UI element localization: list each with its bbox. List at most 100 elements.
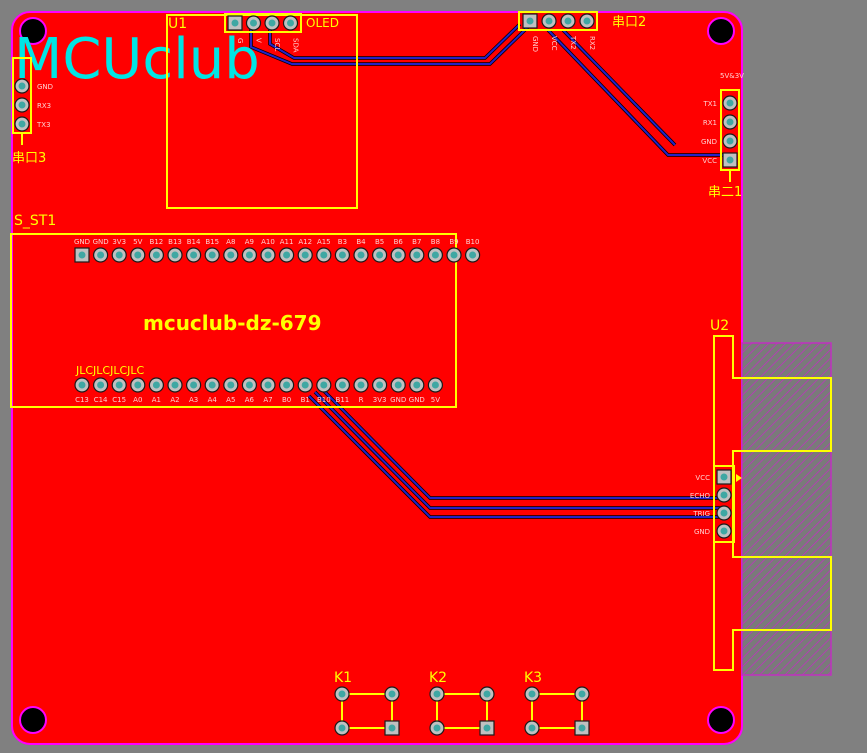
pin-label: B14: [187, 238, 201, 246]
st1-title: mcuclub-dz-679: [143, 311, 322, 335]
st1-top-pin: [390, 247, 406, 263]
pin-label: B8: [431, 238, 440, 246]
st1-top-pin: [297, 247, 313, 263]
key-ref: K3: [524, 670, 542, 686]
key-pin: [479, 686, 495, 702]
st1-bottom-pin: [390, 377, 406, 393]
keys: K1 K2 K3: [334, 670, 590, 736]
u1-ref: U1: [168, 16, 187, 32]
st1-top-pin: [148, 247, 164, 263]
st1-bottom-pin: [279, 377, 295, 393]
key-ref: K1: [334, 670, 352, 686]
serial2-pin: [579, 13, 595, 29]
st1-bottom-pin: [186, 377, 202, 393]
u2-pin: [716, 469, 732, 485]
pin-label: TX1: [702, 100, 717, 108]
pin-label: SDA: [292, 38, 300, 53]
pin-label: R: [359, 396, 364, 404]
pin-label: A0: [133, 396, 142, 404]
pin-label: A10: [261, 238, 275, 246]
st1-jlc: JLCJLCJLCJLC: [75, 364, 145, 377]
key-pin: [334, 720, 350, 736]
u2-pin: [716, 523, 732, 539]
pin-label: C14: [94, 396, 108, 404]
pin-label: B4: [356, 238, 366, 246]
st1-bottom-pin: [223, 377, 239, 393]
st1-ref: S_ST1: [14, 213, 56, 229]
pin-label: B11: [336, 396, 350, 404]
pin-label: A7: [263, 396, 272, 404]
pin-label: B9: [449, 238, 458, 246]
pin-label: GND: [74, 238, 90, 246]
st1-top-pin: [353, 247, 369, 263]
st1-module: S_ST1 mcuclub-dz-679 JLCJLCJLCJLC GND GND…: [10, 213, 481, 408]
st1-top-pin: [427, 247, 443, 263]
pin-label: B5: [375, 238, 384, 246]
st1-bottom-pin: [334, 377, 350, 393]
pin-label: TRIG: [692, 510, 710, 518]
st1-top-pin: [223, 247, 239, 263]
key-pin: [524, 720, 540, 736]
key-switch: K2: [429, 670, 495, 736]
u2-ref: U2: [710, 318, 729, 334]
pin-label: B0: [282, 396, 291, 404]
pin-label: G: [236, 38, 244, 43]
pin-label: GND: [694, 528, 710, 536]
key-pin: [524, 686, 540, 702]
serial1-pin: [722, 152, 738, 168]
pin-label: A9: [245, 238, 254, 246]
pin-label: V: [255, 38, 263, 43]
st1-top-pin: [334, 247, 350, 263]
serial1-pin: [722, 114, 738, 130]
pin-label: ECHO: [690, 492, 711, 500]
serial2-pin: [541, 13, 557, 29]
st1-top-pin: [260, 247, 276, 263]
st1-bottom-pin: [111, 377, 127, 393]
st1-top-pin: [204, 247, 220, 263]
key-pin: [574, 720, 590, 736]
key-switch: K3: [524, 670, 590, 736]
pin-label: GND: [701, 138, 717, 146]
st1-bottom-pin: [167, 377, 183, 393]
pin-label: VCC: [550, 36, 558, 51]
st1-top-pin: [74, 247, 90, 263]
st1-top-pin: [372, 247, 388, 263]
st1-bottom-pin: [74, 377, 90, 393]
serial1-ref: 串二1: [708, 185, 742, 200]
st1-top-pin: [279, 247, 295, 263]
pin-label: RX1: [703, 119, 717, 127]
u1-name: OLED: [306, 16, 339, 30]
pin-label: TX3: [36, 121, 51, 129]
u1-pin: [227, 15, 243, 31]
u2-pin: [716, 487, 732, 503]
pin-label: B15: [205, 238, 219, 246]
u2-pin: [716, 505, 732, 521]
pin-label: GND: [37, 83, 53, 91]
pin-label: A2: [170, 396, 179, 404]
pin-label: A4: [208, 396, 218, 404]
st1-bottom-pin: [316, 377, 332, 393]
st1-bottom-pin: [427, 377, 443, 393]
st1-top-pin: [167, 247, 183, 263]
st1-bottom-pin: [130, 377, 146, 393]
pin-label: A5: [226, 396, 235, 404]
serial3-pin: [14, 78, 30, 94]
st1-top-pin: [446, 247, 462, 263]
pin-label: A12: [298, 238, 312, 246]
st1-top-pin: [186, 247, 202, 263]
pin-label: 5V: [133, 238, 142, 246]
pin-label: GND: [531, 36, 539, 52]
st1-bottom-pin: [204, 377, 220, 393]
pin-label: SCL: [273, 38, 281, 51]
pin-label: TX2: [569, 35, 577, 50]
traces: [249, 22, 730, 519]
pin-label: RX3: [37, 102, 51, 110]
pin-label: B10: [317, 396, 331, 404]
pin-label: GND: [390, 396, 406, 404]
